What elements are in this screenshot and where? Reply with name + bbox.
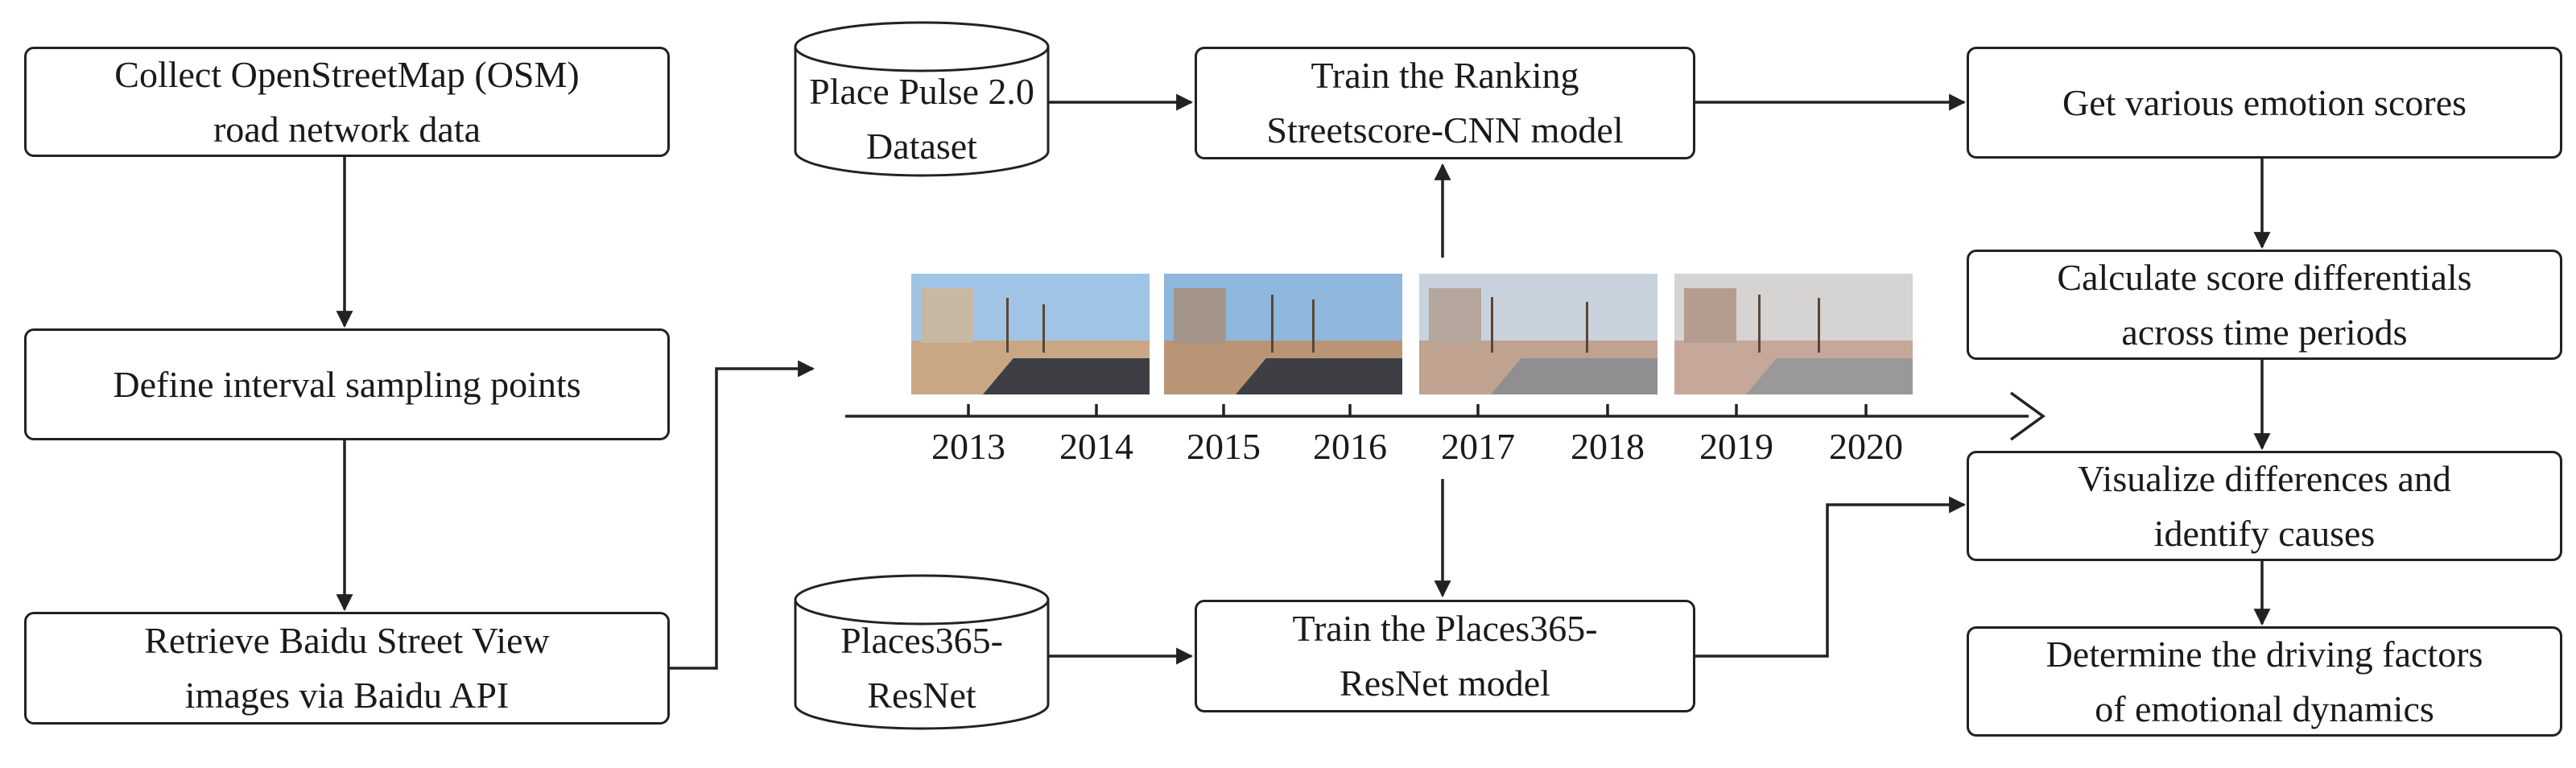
collect-osm-box: Collect OpenStreetMap (OSM)road network … [24,47,670,157]
year-label: 2018 [1571,426,1645,467]
year-label: 2017 [1441,426,1515,467]
emotion-scores-box: Get various emotion scores [1967,47,2562,159]
year-label: 2019 [1699,426,1773,467]
photo-road [1235,358,1402,394]
train-places365-box: Train the Places365-ResNet model [1195,600,1695,712]
street-view-photo-2019-2020 [1674,274,1913,394]
photo-tree [1757,294,1761,353]
timeline-ticks [967,404,1868,416]
photo-tree [1490,296,1493,353]
photo-tree [1817,298,1820,353]
street-view-photo-2017-2018 [1419,274,1657,394]
photo-road [1745,358,1913,394]
photo-building [920,288,973,343]
photo-road [982,358,1150,394]
street-view-photo-2015-2016 [1164,274,1402,394]
photo-tree [1271,294,1274,353]
photo-tree [1586,301,1589,353]
define-points-box: Define interval sampling points [24,328,670,440]
photo-building [1428,288,1481,343]
place-pulse-label: Place Pulse 2.0 Dataset [809,71,1034,167]
year-label: 2015 [1187,426,1261,467]
photo-tree [1311,299,1315,353]
year-label: 2013 [931,426,1005,467]
cylinder-places365 [794,574,1050,730]
photo-building [1173,288,1226,343]
arrow-retrieve-to-timeline [670,360,815,670]
cylinder-place-pulse [794,21,1050,177]
timeline-axis-arrowhead [2009,391,2046,441]
arrow-places365-to-visualize [1695,496,1967,658]
year-label: 2014 [1059,426,1133,467]
year-label: 2016 [1313,426,1387,467]
photo-tree [1006,298,1009,353]
places365-label: Places365- ResNet [840,620,1003,716]
photo-road [1490,358,1657,394]
year-label: 2020 [1829,426,1903,467]
photo-building [1683,288,1736,343]
photo-tree [1042,303,1045,353]
street-view-photo-2013-2014 [911,274,1150,394]
